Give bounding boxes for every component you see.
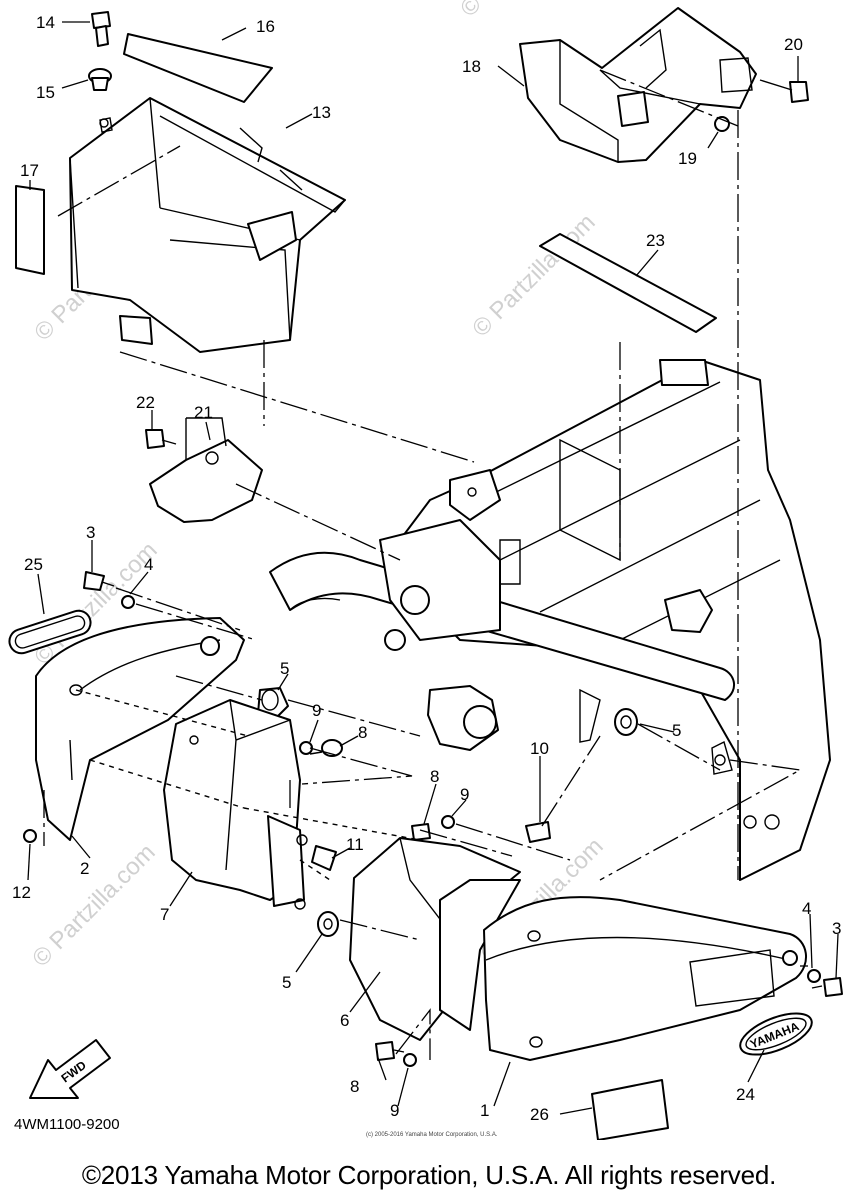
assembly-lines (43, 69, 808, 1060)
callout-21: 21 (194, 403, 213, 422)
side-pad (15, 185, 45, 275)
callout-7: 7 (160, 905, 169, 924)
callout-10: 10 (530, 739, 549, 758)
callout-1: 1 (480, 1101, 489, 1120)
callout-20: 20 (784, 35, 803, 54)
callout-4: 4 (144, 555, 153, 574)
battery-pad (123, 33, 273, 103)
cover-6 (349, 837, 521, 1041)
callout-16: 16 (256, 17, 275, 36)
screw-8-bottom (375, 1041, 405, 1061)
callout-14: 14 (36, 13, 55, 32)
screw-8-middle (411, 823, 431, 841)
callouts: 1 2 3 3 4 4 5 5 5 6 7 8 8 8 9 9 9 10 11 … (12, 13, 841, 1124)
frame (269, 359, 831, 881)
bolt-3-right (811, 977, 843, 997)
emblem-24: YAMAHA (739, 1012, 813, 1056)
bracket-21 (149, 417, 263, 523)
washer-9-bottom (403, 1053, 417, 1067)
callout-9: 9 (312, 701, 321, 720)
battery-box (69, 97, 347, 353)
screw-8-top (309, 739, 343, 757)
callout-12: 12 (12, 883, 31, 902)
callout-26: 26 (530, 1105, 549, 1124)
callout-13: 13 (312, 103, 331, 122)
callout-22: 22 (136, 393, 155, 412)
clip-11 (311, 845, 337, 871)
callout-15: 15 (36, 83, 55, 102)
grommet-15 (88, 68, 112, 91)
callout-9: 9 (460, 785, 469, 804)
washer-9-middle (441, 815, 455, 829)
callout-23: 23 (646, 231, 665, 250)
electrical-tray (519, 7, 757, 163)
bolt-20 (759, 79, 809, 103)
callout-25: 25 (24, 555, 43, 574)
callout-3: 3 (832, 919, 841, 938)
watermark-text: © Partzilla.com (27, 839, 160, 972)
callout-18: 18 (462, 57, 481, 76)
callout-9: 9 (390, 1101, 399, 1120)
watermark-text: © Partzilla.com (467, 209, 600, 342)
callout-24: 24 (736, 1085, 755, 1104)
fwd-arrow-icon: FWD (29, 1039, 111, 1099)
callout-17: 17 (20, 161, 39, 180)
grommet-5-right (614, 708, 638, 736)
grommet-5-lower (317, 911, 339, 937)
callout-8: 8 (350, 1077, 359, 1096)
callout-11: 11 (346, 835, 364, 854)
callout-2: 2 (80, 859, 89, 878)
callout-19: 19 (678, 149, 697, 168)
bolt-22 (145, 429, 177, 449)
callout-4: 4 (802, 899, 811, 918)
left-side-cover (35, 617, 245, 841)
copyright-text: ©2013 Yamaha Motor Corporation, U.S.A. A… (81, 1160, 777, 1190)
tray-pad (539, 233, 717, 333)
washer-4-right (807, 969, 821, 983)
bolt-14 (91, 11, 111, 47)
bolt-10 (525, 821, 551, 843)
washer-12 (23, 829, 37, 843)
callout-6: 6 (340, 1011, 349, 1030)
callout-5: 5 (282, 973, 291, 992)
callout-8: 8 (358, 723, 367, 742)
cover-7 (163, 699, 308, 910)
bolt-3-left (83, 571, 115, 591)
parts-diagram: © Partzilla.com © Partzilla.com © Partzi… (8, 0, 843, 1140)
small-notice: (c) 2005-2016 Yamaha Motor Corporation, … (366, 1132, 498, 1138)
label-26 (591, 1079, 669, 1140)
callout-5: 5 (280, 659, 289, 678)
washer-4-left (121, 595, 135, 609)
leaders (27, 21, 839, 1115)
callout-5: 5 (672, 721, 681, 740)
right-side-cover (483, 896, 808, 1061)
diagram-code: 4WM1100-9200 (14, 1116, 120, 1133)
callout-3: 3 (86, 523, 95, 542)
rubber-band-25 (8, 609, 92, 655)
watermark-text: © Partzilla.com (455, 0, 588, 22)
callout-8: 8 (430, 767, 439, 786)
